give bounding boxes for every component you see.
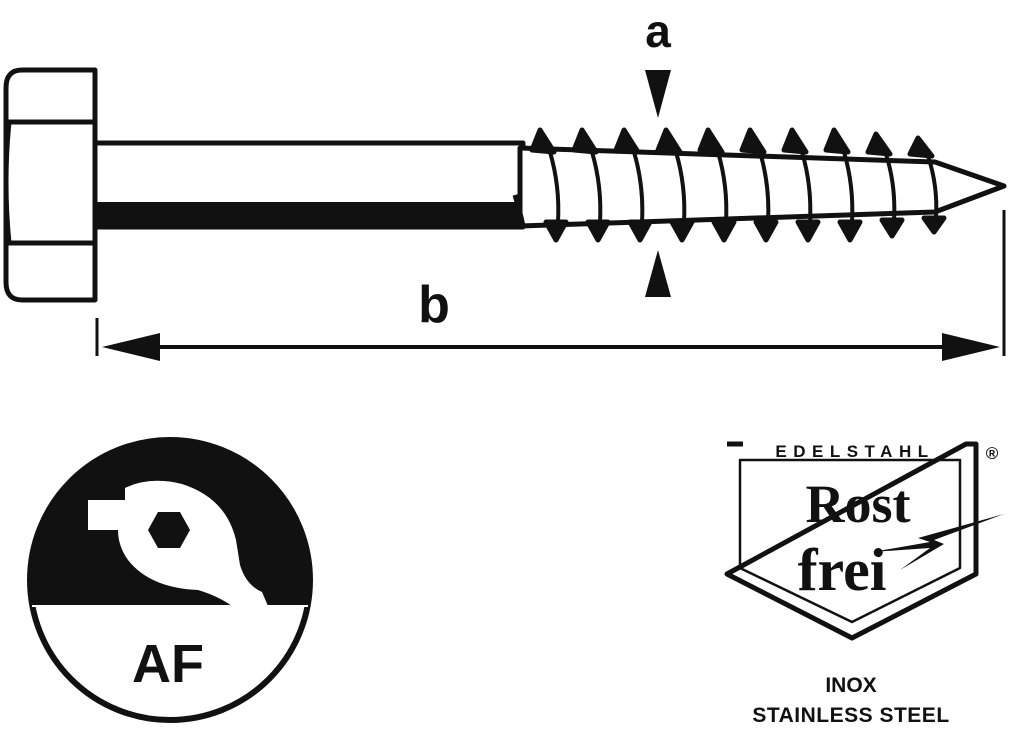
thread-tooth (865, 131, 893, 157)
thread-flank (926, 155, 939, 219)
thread-tooth (571, 127, 599, 155)
thread-tooth (585, 219, 611, 243)
thread-flank (884, 153, 897, 221)
diameter-label: a (645, 5, 671, 57)
arrow-down-icon (645, 70, 671, 118)
thread-tooth (655, 127, 683, 155)
thread-tooth (669, 219, 695, 243)
thread-flank (842, 151, 855, 223)
length-label: b (418, 276, 450, 334)
thread-flank (548, 151, 561, 223)
thread-flank (800, 151, 813, 223)
drive-badge: AF (27, 437, 313, 723)
stainless-seal: EDELSTAHL ® Rost frei (724, 441, 1004, 641)
caption-stainless-steel: STAINLESS STEEL (752, 704, 949, 727)
thread-tooth (921, 215, 947, 235)
seal-top-text: EDELSTAHL (775, 442, 934, 461)
drive-label: AF (132, 634, 204, 694)
thread-flank (632, 151, 645, 223)
arrow-right-icon (942, 333, 1000, 361)
screw-thread (512, 127, 1007, 243)
thread-tooth (711, 219, 737, 243)
hex-screw (3, 67, 1007, 303)
thread-tooth (879, 217, 905, 239)
thread-flank (716, 151, 729, 223)
thread-tooth (837, 219, 863, 243)
lightning-icon (872, 514, 1004, 570)
caption-inox: INOX (825, 674, 876, 697)
thread-flank (758, 151, 771, 223)
seal-line-rost: Rost (806, 474, 911, 534)
thread-tooth (543, 219, 569, 243)
arrow-left-icon (102, 333, 160, 361)
wrench-icon (88, 480, 268, 606)
thread-tooth (907, 135, 935, 159)
registered-mark: ® (986, 444, 999, 463)
thread-tooth (781, 127, 809, 155)
seal-line-frei: frei (798, 537, 887, 603)
thread-flank (674, 151, 687, 223)
thread-tooth (739, 127, 767, 155)
thread-tooth (627, 219, 653, 243)
thread-tooth (529, 127, 557, 155)
thread-flank (590, 151, 603, 223)
screw-shank (92, 140, 526, 230)
thread-tooth (795, 219, 821, 243)
thread-tooth (823, 127, 851, 155)
thread-tooth (753, 219, 779, 243)
arrow-up-icon (645, 250, 671, 297)
thread-tooth (697, 127, 725, 155)
screw-head (3, 67, 98, 303)
diameter-dimension: a (645, 5, 671, 297)
thread-tooth (613, 127, 641, 155)
length-dimension: b (95, 210, 1006, 361)
